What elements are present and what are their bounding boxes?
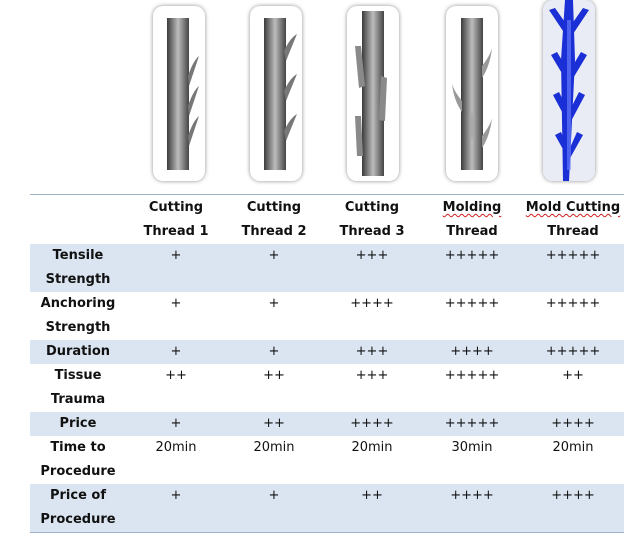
table-cell: ++ <box>263 368 285 383</box>
table-cell: + <box>268 344 280 359</box>
table-cell: 20min <box>351 440 393 455</box>
table-cell: + <box>170 344 182 359</box>
mold-cutting-thread-image <box>543 0 595 181</box>
table-cell: +++++ <box>545 248 601 263</box>
table-cell: ++ <box>263 416 285 431</box>
table-cell: + <box>268 248 280 263</box>
table-cell: +++ <box>355 344 389 359</box>
molding-thread-icon <box>452 18 492 170</box>
table-cell: ++++ <box>350 416 394 431</box>
header-empty <box>30 195 126 245</box>
table-cell: +++++ <box>545 296 601 311</box>
table-cell: ++++ <box>450 344 494 359</box>
table-cell: +++ <box>355 248 389 263</box>
table-cell: 30min <box>451 440 493 455</box>
cutting-thread-2-image <box>250 6 302 181</box>
table-cell: +++++ <box>545 344 601 359</box>
molding-thread-image <box>446 6 498 181</box>
table-cell: ++ <box>562 368 584 383</box>
table-cell: +++++ <box>444 296 500 311</box>
cutting-thread-1-icon <box>167 18 199 170</box>
table-cell: + <box>268 296 280 311</box>
table-cell: + <box>268 488 280 503</box>
row-label: Duration <box>45 344 111 359</box>
table-cell: ++ <box>361 488 383 503</box>
table-cell: +++++ <box>444 416 500 431</box>
table-cell: + <box>170 248 182 263</box>
table-cell: ++++ <box>350 296 394 311</box>
thread-images-row <box>0 0 640 190</box>
table-cell: ++ <box>165 368 187 383</box>
table-cell: ++++ <box>450 488 494 503</box>
row-label: Price <box>59 416 97 431</box>
table-row: Duration++++++++++++++ <box>30 340 624 364</box>
table-cell: +++ <box>355 368 389 383</box>
table-cell: +++++ <box>444 248 500 263</box>
table-cell: ++++ <box>551 488 595 503</box>
mold-cutting-thread-icon <box>543 0 595 181</box>
table-cell: + <box>170 296 182 311</box>
cutting-thread-2-icon <box>264 18 297 170</box>
table-row: Price++++++++++++++++ <box>30 412 624 436</box>
table-cell: +++++ <box>444 368 500 383</box>
cutting-thread-1-image <box>153 6 205 181</box>
table-cell: + <box>170 416 182 431</box>
table-cell: ++++ <box>551 416 595 431</box>
table-cell: 20min <box>155 440 197 455</box>
cutting-thread-3-icon <box>355 11 387 176</box>
cutting-thread-3-image <box>347 6 399 181</box>
table-cell: 20min <box>253 440 295 455</box>
table-cell: + <box>170 488 182 503</box>
table-cell: 20min <box>552 440 594 455</box>
